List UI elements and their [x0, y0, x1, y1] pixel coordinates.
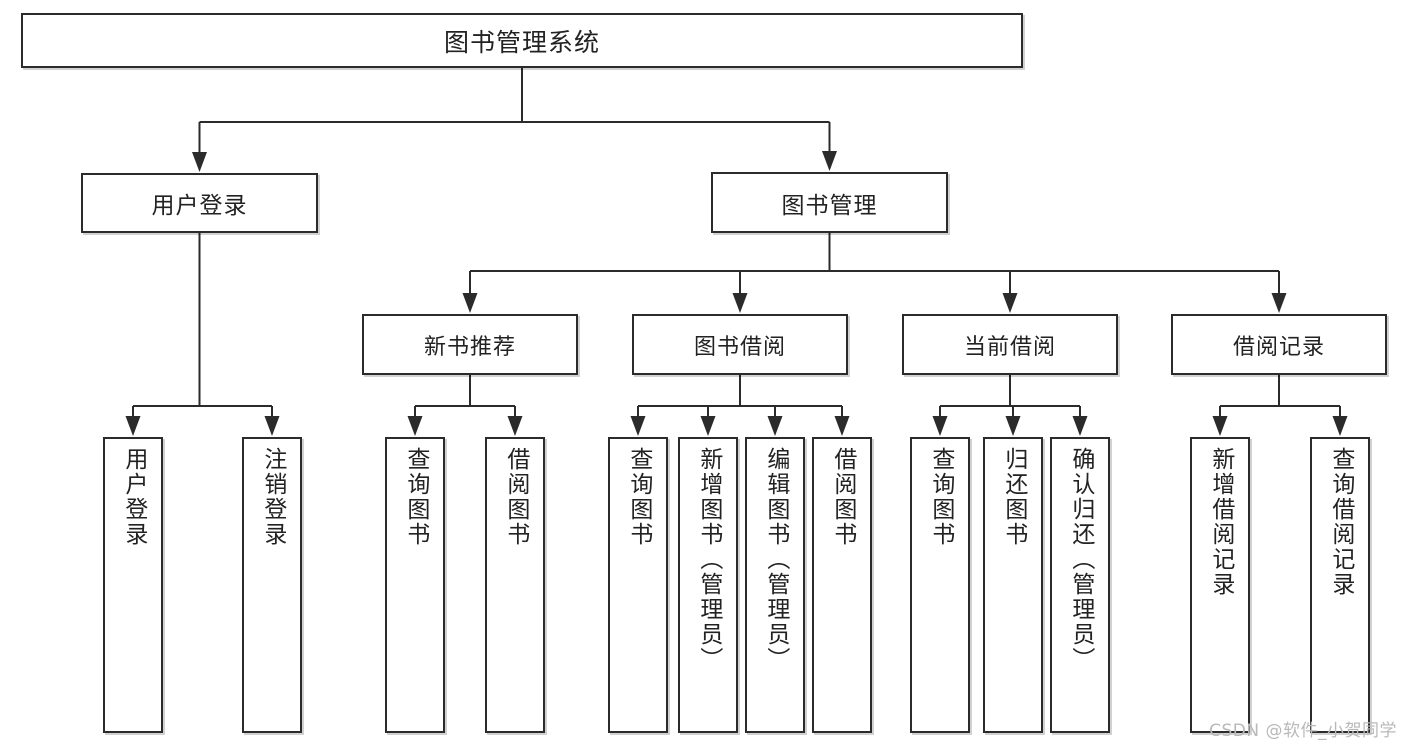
node-new-book-recommend-label: 新书推荐 [423, 334, 516, 360]
node-leaf-borrow-book-2[interactable]: 借阅图书 [812, 437, 872, 733]
node-book-borrow-label: 图书借阅 [693, 334, 786, 360]
node-leaf-query-record[interactable]: 查询借阅记录 [1310, 437, 1370, 733]
node-leaf-add-book-label: 新增图书（管理员） [695, 447, 722, 672]
node-new-book-recommend[interactable]: 新书推荐 [362, 314, 578, 375]
node-leaf-query-book-2-label: 查询图书 [625, 447, 652, 547]
node-leaf-query-book-1-label: 查询图书 [402, 447, 429, 547]
node-leaf-query-record-label: 查询借阅记录 [1327, 447, 1354, 597]
node-leaf-return-book-label: 归还图书 [1000, 447, 1027, 547]
node-current-borrow-label: 当前借阅 [963, 334, 1056, 360]
node-borrow-record-label: 借阅记录 [1232, 334, 1325, 360]
node-leaf-add-record-label: 新增借阅记录 [1207, 447, 1234, 597]
node-book-management-label: 图书管理 [781, 192, 878, 219]
root-node[interactable]: 图书管理系统 [21, 13, 1023, 68]
node-leaf-user-logout[interactable]: 注销登录 [242, 437, 302, 733]
node-leaf-add-book[interactable]: 新增图书（管理员） [678, 437, 738, 733]
node-leaf-user-logout-label: 注销登录 [259, 447, 286, 547]
node-leaf-confirm-return[interactable]: 确认归还（管理员） [1050, 437, 1110, 733]
node-book-borrow[interactable]: 图书借阅 [632, 314, 848, 375]
node-book-management[interactable]: 图书管理 [711, 172, 948, 233]
node-leaf-edit-book-label: 编辑图书（管理员） [762, 447, 789, 672]
node-user-login[interactable]: 用户登录 [81, 173, 318, 233]
node-leaf-query-book-1[interactable]: 查询图书 [385, 437, 445, 733]
node-leaf-confirm-return-label: 确认归还（管理员） [1067, 447, 1094, 672]
node-current-borrow[interactable]: 当前借阅 [902, 314, 1118, 375]
node-leaf-user-login[interactable]: 用户登录 [103, 437, 163, 733]
node-leaf-query-book-2[interactable]: 查询图书 [608, 437, 668, 733]
node-leaf-return-book[interactable]: 归还图书 [983, 437, 1043, 733]
root-node-label: 图书管理系统 [443, 27, 600, 57]
node-borrow-record[interactable]: 借阅记录 [1171, 314, 1387, 375]
node-leaf-user-login-label: 用户登录 [120, 447, 147, 547]
node-user-login-label: 用户登录 [151, 193, 248, 219]
node-leaf-edit-book[interactable]: 编辑图书（管理员） [745, 437, 805, 733]
watermark-text: CSDN @软件_小贺同学 [1209, 721, 1397, 741]
node-leaf-query-book-3-label: 查询图书 [927, 447, 954, 547]
node-leaf-borrow-book-1-label: 借阅图书 [502, 447, 529, 547]
node-leaf-borrow-book-2-label: 借阅图书 [829, 447, 856, 547]
node-leaf-add-record[interactable]: 新增借阅记录 [1190, 437, 1250, 733]
node-leaf-borrow-book-1[interactable]: 借阅图书 [485, 437, 545, 733]
node-leaf-query-book-3[interactable]: 查询图书 [910, 437, 970, 733]
